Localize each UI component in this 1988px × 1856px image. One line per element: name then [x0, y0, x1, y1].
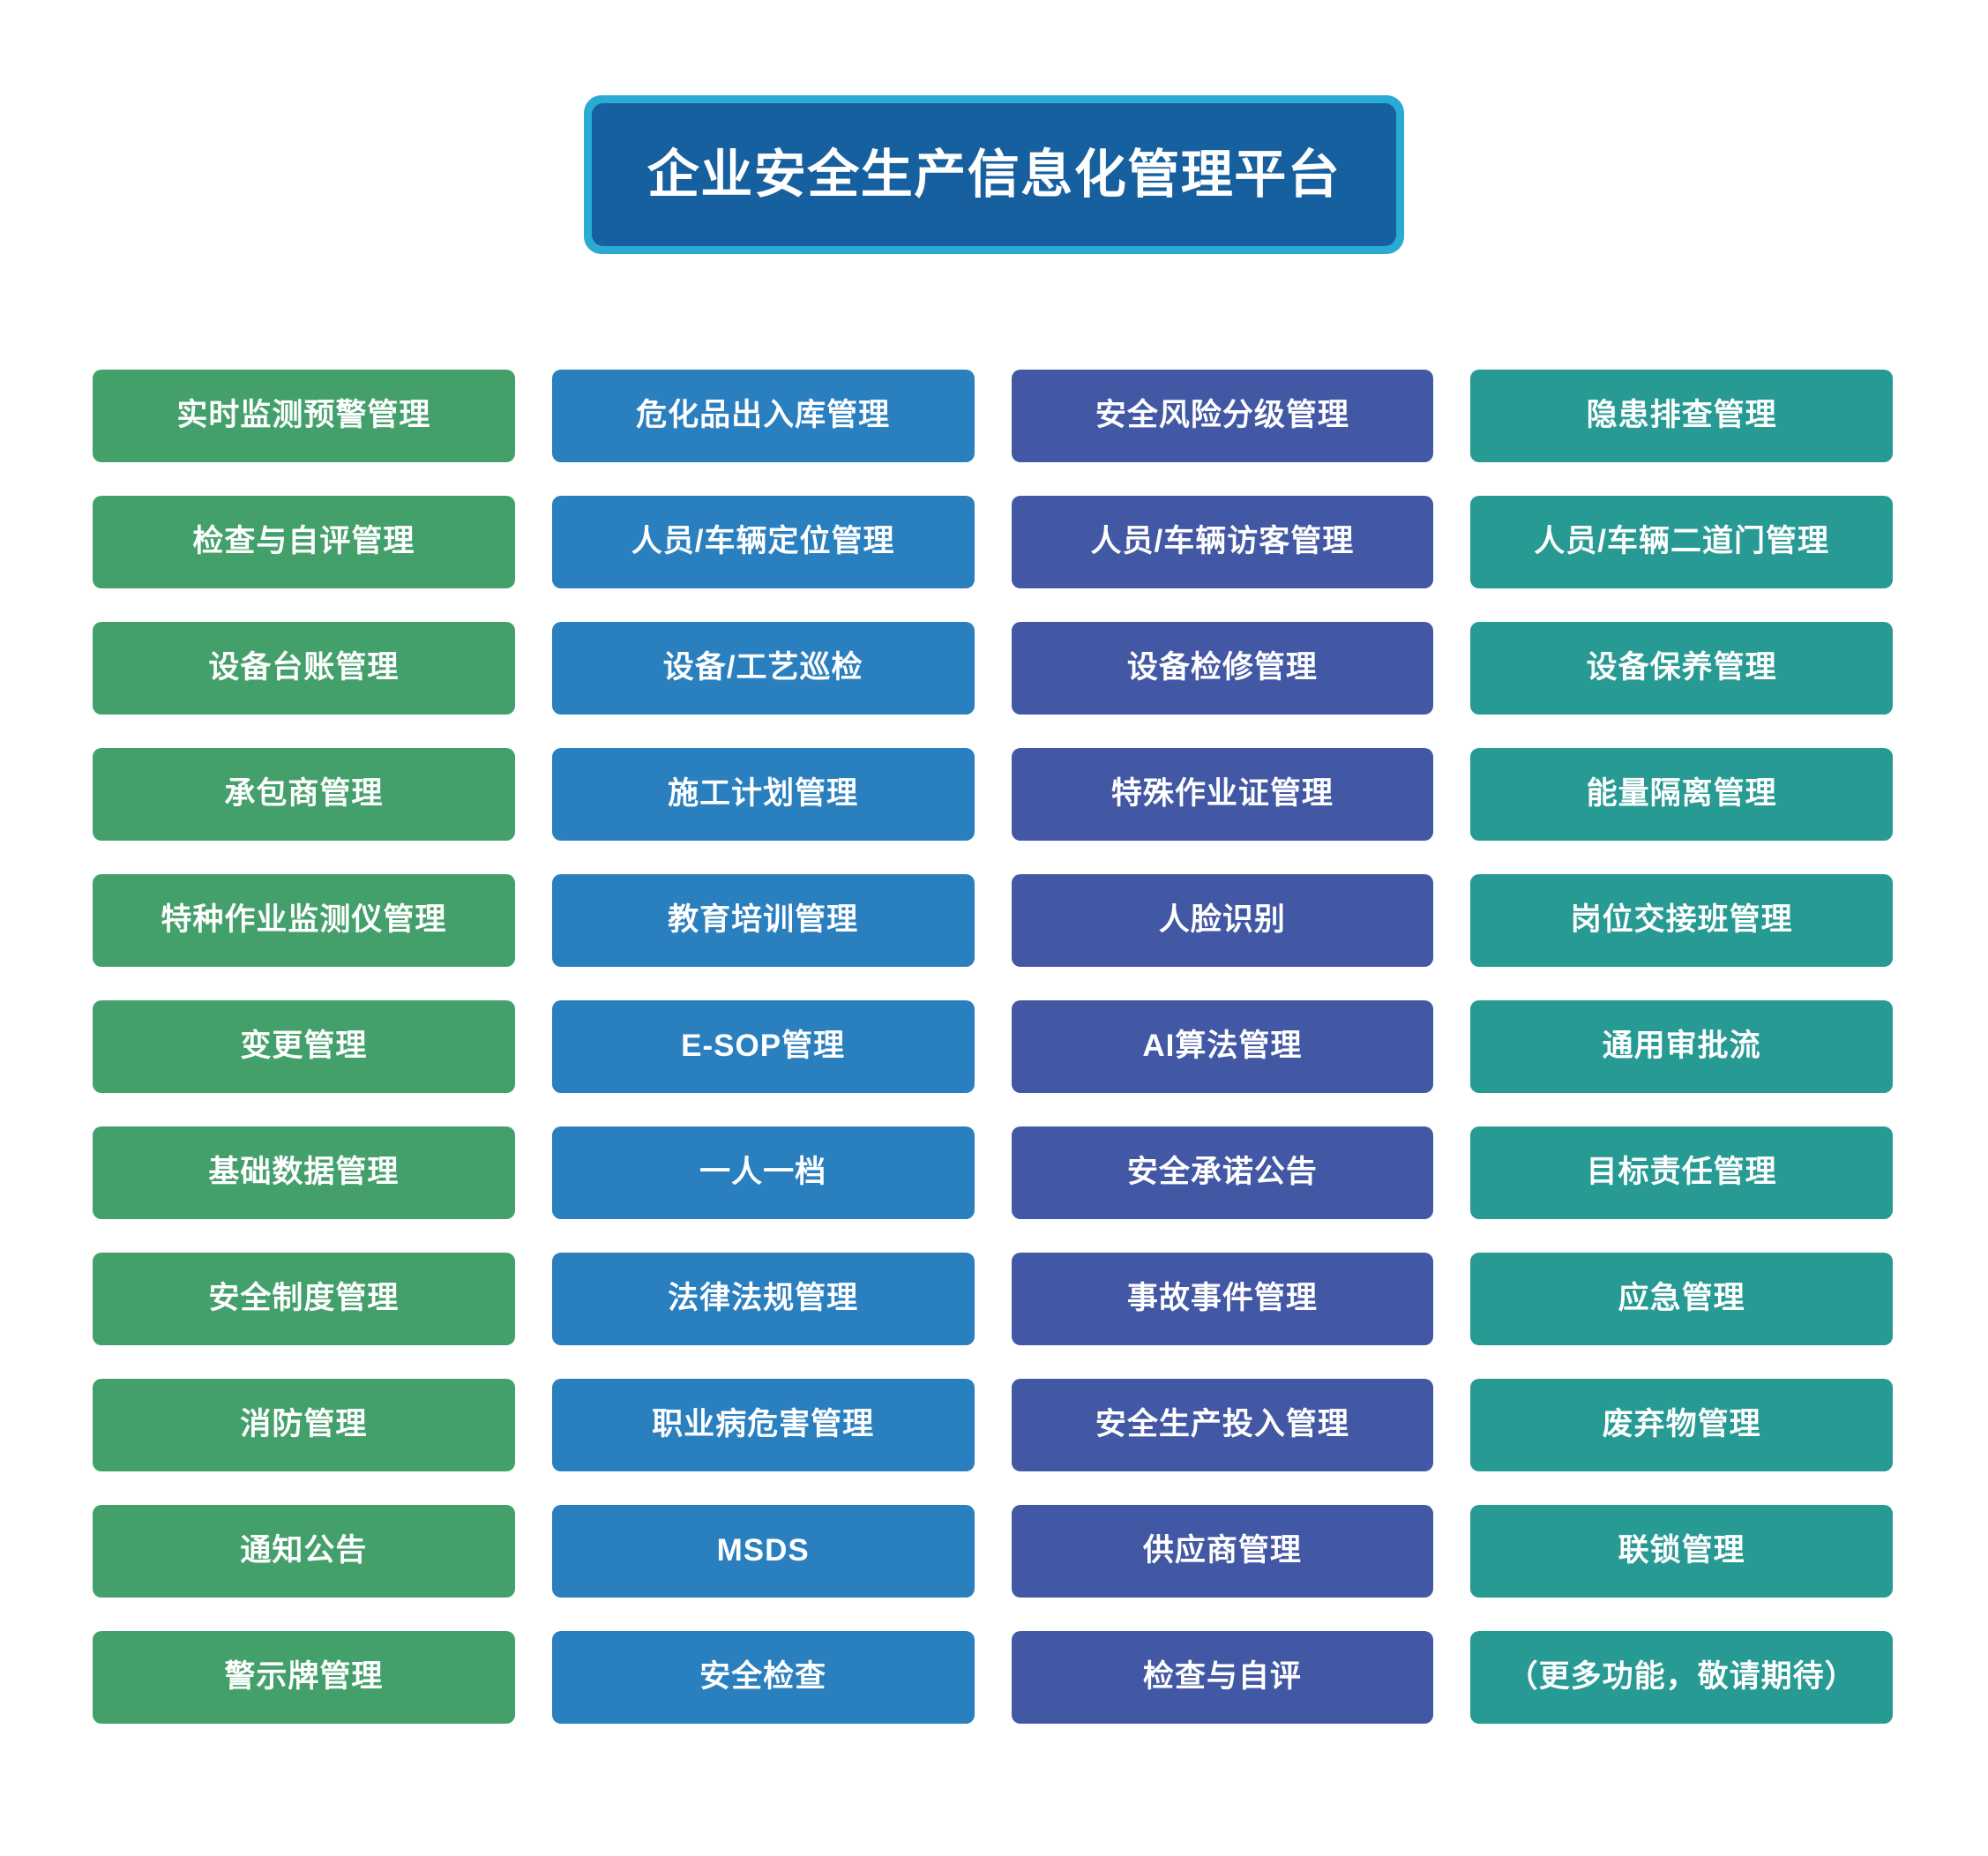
module-card-label: 安全承诺公告: [1126, 1155, 1318, 1190]
module-card-label: 变更管理: [240, 1029, 368, 1064]
module-card[interactable]: 实时监测预警管理: [93, 370, 515, 462]
module-card-label: 目标责任管理: [1586, 1155, 1777, 1190]
module-card-label: AI算法管理: [1142, 1029, 1303, 1064]
module-card-label: 警示牌管理: [224, 1659, 384, 1695]
module-card[interactable]: 通知公告: [93, 1505, 515, 1598]
module-card[interactable]: MSDS: [551, 1505, 975, 1598]
module-card[interactable]: 人员/车辆访客管理: [1011, 496, 1434, 588]
module-card-label: 人员/车辆访客管理: [1090, 524, 1355, 559]
module-card-label: 隐患排查管理: [1586, 398, 1777, 433]
module-card-label: 承包商管理: [224, 776, 384, 812]
module-card-label: 实时监测预警管理: [176, 398, 431, 433]
module-card-label: 通知公告: [240, 1533, 368, 1568]
module-card[interactable]: 安全风险分级管理: [1011, 370, 1434, 462]
module-card[interactable]: 安全制度管理: [93, 1253, 515, 1345]
module-card[interactable]: 设备台账管理: [93, 622, 515, 715]
module-card-label: 人员/车辆二道门管理: [1534, 524, 1829, 559]
module-card-label: 联锁管理: [1618, 1533, 1745, 1568]
module-card[interactable]: 联锁管理: [1470, 1505, 1893, 1598]
module-card-label: 检查与自评: [1142, 1659, 1302, 1695]
module-card[interactable]: 检查与自评管理: [93, 496, 515, 588]
module-card[interactable]: 能量隔离管理: [1470, 748, 1893, 841]
module-card-label: 职业病危害管理: [652, 1407, 875, 1442]
module-card[interactable]: AI算法管理: [1011, 1000, 1434, 1093]
module-card-label: 安全检查: [699, 1659, 827, 1695]
module-card[interactable]: 人脸识别: [1011, 874, 1434, 967]
module-card[interactable]: 岗位交接班管理: [1470, 874, 1893, 967]
module-card[interactable]: 承包商管理: [93, 748, 515, 841]
module-card[interactable]: 一人一档: [551, 1126, 975, 1219]
module-card[interactable]: 通用审批流: [1470, 1000, 1893, 1093]
module-card-label: 危化品出入库管理: [636, 398, 891, 433]
module-card-label: 废弃物管理: [1602, 1407, 1761, 1442]
module-card-label: 安全制度管理: [208, 1281, 400, 1316]
module-card[interactable]: 变更管理: [93, 1000, 515, 1093]
module-card-label: 事故事件管理: [1126, 1281, 1318, 1316]
module-card-label: （更多功能，敬请期待）: [1506, 1659, 1857, 1695]
module-card-label: 通用审批流: [1602, 1029, 1761, 1064]
module-card[interactable]: 设备检修管理: [1011, 622, 1434, 715]
module-card-label: 基础数据管理: [208, 1155, 400, 1190]
module-card-label: 设备检修管理: [1126, 650, 1318, 685]
module-card[interactable]: 设备保养管理: [1470, 622, 1893, 715]
module-card-label: 能量隔离管理: [1586, 776, 1777, 812]
module-card-label: 特种作业监测仪管理: [161, 902, 447, 938]
module-card[interactable]: 消防管理: [93, 1379, 515, 1471]
module-card[interactable]: 基础数据管理: [93, 1126, 515, 1219]
module-card-label: 应急管理: [1618, 1281, 1745, 1316]
module-card-label: 消防管理: [240, 1407, 368, 1442]
module-card[interactable]: 人员/车辆定位管理: [551, 496, 975, 588]
module-card[interactable]: 事故事件管理: [1011, 1253, 1434, 1345]
module-card[interactable]: 法律法规管理: [551, 1253, 975, 1345]
module-card-label: 人员/车辆定位管理: [631, 524, 895, 559]
module-card[interactable]: 教育培训管理: [551, 874, 975, 967]
module-card[interactable]: 危化品出入库管理: [551, 370, 975, 462]
module-card-label: 安全生产投入管理: [1095, 1407, 1349, 1442]
module-card-label: 设备保养管理: [1586, 650, 1777, 685]
module-card[interactable]: 隐患排查管理: [1470, 370, 1893, 462]
module-card[interactable]: 警示牌管理: [93, 1631, 515, 1724]
module-card-label: 法律法规管理: [668, 1281, 859, 1316]
module-card-label: 教育培训管理: [668, 902, 859, 938]
page-title: 企业安全生产信息化管理平台: [646, 145, 1342, 204]
module-card-label: 一人一档: [699, 1155, 827, 1190]
module-card-label: MSDS: [716, 1533, 810, 1568]
module-card[interactable]: 安全生产投入管理: [1011, 1379, 1434, 1471]
module-card-label: 特殊作业证管理: [1110, 776, 1334, 812]
module-card-label: 岗位交接班管理: [1570, 902, 1793, 938]
module-card[interactable]: 职业病危害管理: [551, 1379, 975, 1471]
module-card[interactable]: 特殊作业证管理: [1011, 748, 1434, 841]
module-card[interactable]: 废弃物管理: [1470, 1379, 1893, 1471]
module-card[interactable]: 设备/工艺巡检: [551, 622, 975, 715]
module-card[interactable]: （更多功能，敬请期待）: [1470, 1631, 1893, 1724]
module-card-label: E-SOP管理: [681, 1029, 846, 1064]
module-card[interactable]: 目标责任管理: [1470, 1126, 1893, 1219]
platform-title-banner-inner: 企业安全生产信息化管理平台: [592, 103, 1396, 246]
module-card-label: 人脸识别: [1158, 902, 1286, 938]
module-card-label: 设备/工艺巡检: [662, 650, 863, 685]
module-card[interactable]: 应急管理: [1470, 1253, 1893, 1345]
module-card-label: 安全风险分级管理: [1095, 398, 1349, 433]
module-card-label: 供应商管理: [1142, 1533, 1302, 1568]
module-card-label: 设备台账管理: [208, 650, 400, 685]
module-card[interactable]: 供应商管理: [1011, 1505, 1434, 1598]
module-card[interactable]: 安全承诺公告: [1011, 1126, 1434, 1219]
module-card[interactable]: 安全检查: [551, 1631, 975, 1724]
module-card[interactable]: 人员/车辆二道门管理: [1470, 496, 1893, 588]
module-card-grid: 实时监测预警管理 危化品出入库管理 安全风险分级管理 隐患排查管理检查与自评管理 人员/…: [93, 370, 1893, 1724]
module-card[interactable]: 检查与自评: [1011, 1631, 1434, 1724]
module-card-label: 施工计划管理: [668, 776, 859, 812]
module-card[interactable]: E-SOP管理: [551, 1000, 975, 1093]
module-card-label: 检查与自评管理: [192, 524, 415, 559]
module-card[interactable]: 特种作业监测仪管理: [93, 874, 515, 967]
platform-title-banner: 企业安全生产信息化管理平台: [584, 95, 1404, 254]
module-card[interactable]: 施工计划管理: [551, 748, 975, 841]
